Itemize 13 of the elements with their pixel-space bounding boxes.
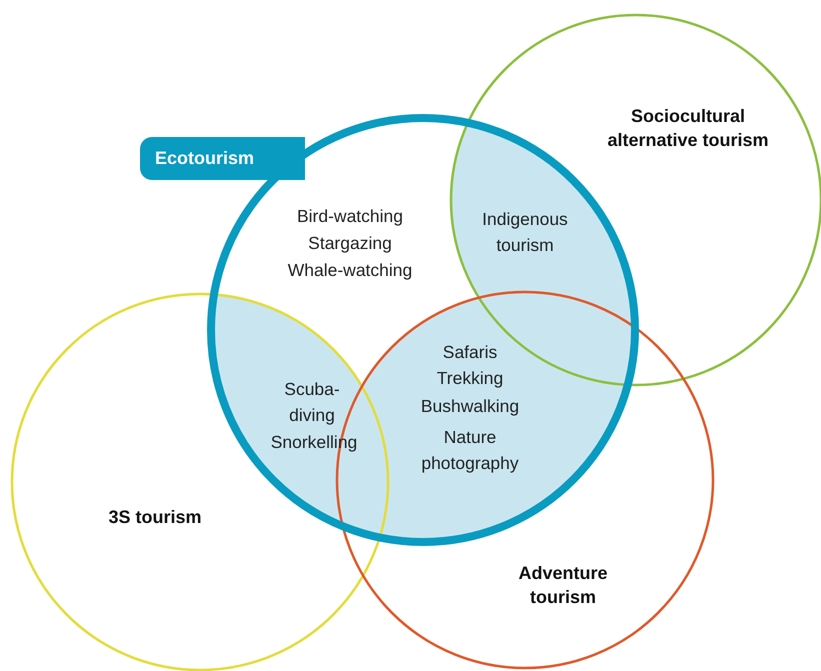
- activity-label: Stargazing: [308, 232, 392, 255]
- set-title: Sociocultural alternative tourism: [606, 105, 770, 152]
- activity-label: Safaris: [442, 341, 498, 364]
- activity-label: Nature photography: [420, 426, 520, 475]
- set-title-tab: Ecotourism: [140, 137, 305, 180]
- set-title: Adventure tourism: [517, 562, 608, 609]
- activity-label: Scuba-diving: [283, 378, 341, 427]
- activity-label: Bird-watching: [296, 205, 404, 228]
- set-title: 3S tourism: [107, 506, 203, 529]
- activity-label: Trekking: [436, 367, 504, 390]
- activity-label: Whale-watching: [288, 259, 412, 282]
- activity-label: Indigenous tourism: [481, 208, 569, 257]
- activity-label: Bushwalking: [420, 395, 520, 418]
